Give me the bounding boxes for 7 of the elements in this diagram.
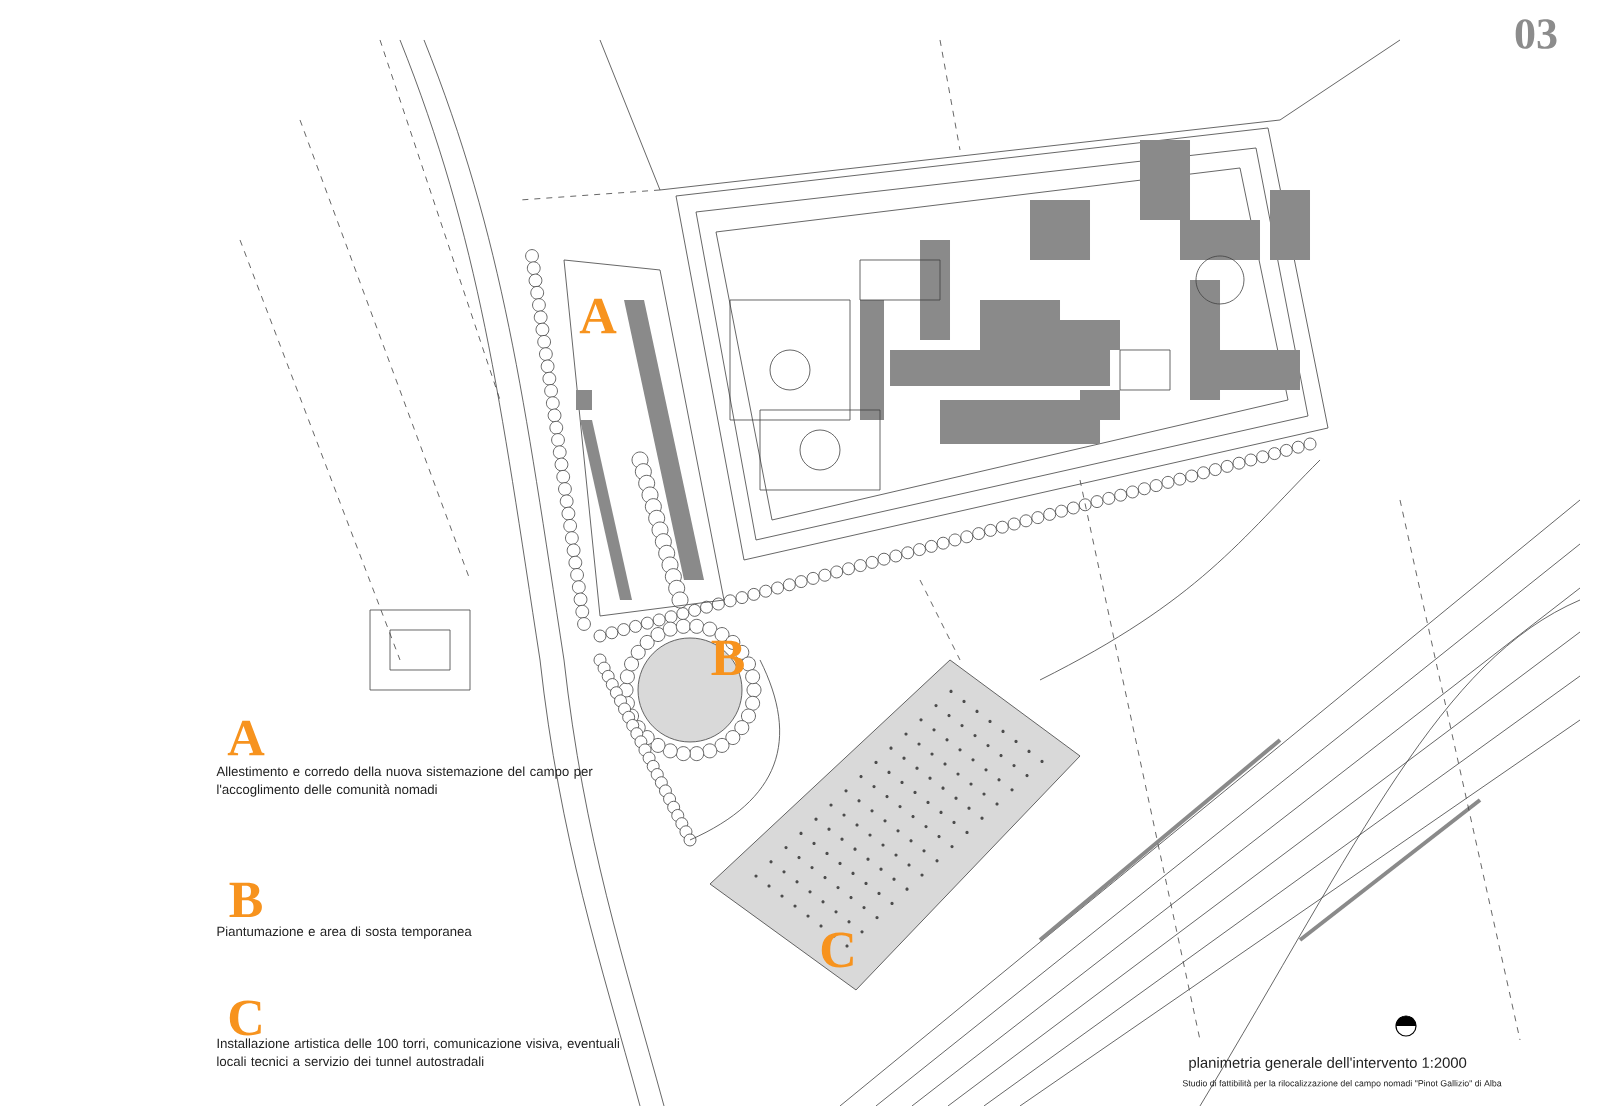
legend-letter: B xyxy=(229,882,262,918)
area-letter: C xyxy=(821,932,853,968)
legend-letter: C xyxy=(229,1000,261,1036)
area-letter: A xyxy=(579,298,617,334)
legend-letter: A xyxy=(227,720,265,756)
area-letter: B xyxy=(711,640,744,676)
page-number: 03 xyxy=(1515,19,1557,49)
